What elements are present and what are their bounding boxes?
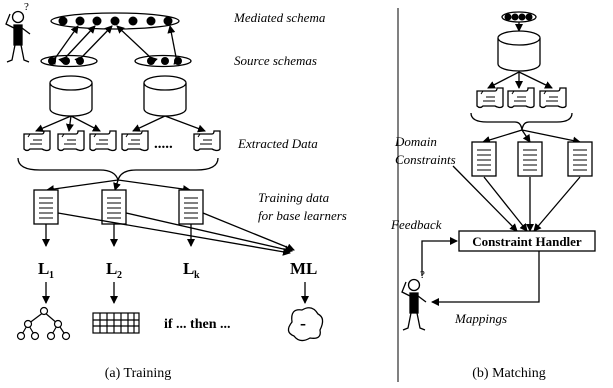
extracted-doc-4 <box>121 130 149 152</box>
schema-mapping-arrows <box>48 25 182 66</box>
rule-model-text: if ... then ... <box>164 317 231 332</box>
mediated-schema <box>50 12 180 30</box>
db-to-doc-arrows <box>35 115 206 133</box>
match-page-2 <box>517 141 543 177</box>
matching-panel: Domain Constraints Constraint Handler Fe… <box>390 11 596 381</box>
match-doc-2 <box>507 87 535 109</box>
learner-k-label: L <box>183 259 194 278</box>
match-curly-brace <box>470 112 573 131</box>
user-icon <box>5 10 31 63</box>
match-page-3 <box>567 141 593 177</box>
brace-to-training-arrows <box>46 179 191 193</box>
training-data-3 <box>178 189 204 225</box>
extracted-doc-2 <box>57 130 85 152</box>
match-brace-arrows <box>482 129 581 145</box>
blob-sign: - <box>300 313 306 333</box>
to-handler-arrows <box>452 165 581 232</box>
user2-question-mark: ? <box>420 269 425 281</box>
learner-1-subscript: 1 <box>49 270 54 281</box>
mediated-schema-label: Mediated schema <box>233 10 326 25</box>
docs-ellipsis: ..... <box>154 136 173 152</box>
database-1 <box>49 75 93 117</box>
training-panel: ? Mediated schema Source schemas <box>5 1 347 381</box>
learner-arrows <box>42 212 295 256</box>
curly-brace <box>17 157 219 183</box>
learner-2-label: L <box>106 259 117 278</box>
domain-constraints-label-1: Domain <box>394 134 437 149</box>
extracted-doc-3 <box>89 130 117 152</box>
feedback-label: Feedback <box>390 217 442 232</box>
mappings-label: Mappings <box>454 311 507 326</box>
blob-model-icon: - <box>287 307 324 342</box>
match-db-to-doc-arrows <box>487 71 553 89</box>
mediated-schema-dots <box>58 16 173 26</box>
extracted-doc-5 <box>193 130 221 152</box>
source-schemas-label: Source schemas <box>234 53 317 68</box>
feedback-arrow <box>421 237 458 276</box>
match-doc-1 <box>476 87 504 109</box>
learner-1-label: L <box>38 259 49 278</box>
decision-tree-icon <box>16 306 71 341</box>
meta-learner-label: ML <box>290 259 317 278</box>
mappings-arrow <box>431 251 540 306</box>
learner-2-subscript: 2 <box>117 270 122 281</box>
match-doc-3 <box>539 87 567 109</box>
constraint-handler-label: Constraint Handler <box>472 234 582 249</box>
domain-constraints-label-2: Constraints <box>395 152 456 167</box>
learner-k-subscript: k <box>194 270 200 281</box>
user-question-mark: ? <box>24 1 29 13</box>
extracted-doc-1 <box>23 130 51 152</box>
table-model-icon <box>92 312 140 334</box>
training-data-2 <box>101 189 127 225</box>
constraint-handler-box <box>458 230 596 252</box>
database-2 <box>143 75 187 117</box>
training-data-label-2: for base learners <box>258 208 347 223</box>
extracted-data-label: Extracted Data <box>237 136 318 151</box>
training-data-1 <box>33 189 59 225</box>
user-icon-2 <box>401 278 427 331</box>
training-data-label-1: Training data <box>258 190 330 205</box>
model-arrows <box>42 282 309 304</box>
training-caption: (a) Training <box>105 366 172 381</box>
matching-caption: (b) Matching <box>472 366 545 381</box>
match-page-1 <box>471 141 497 177</box>
match-database <box>497 30 541 72</box>
